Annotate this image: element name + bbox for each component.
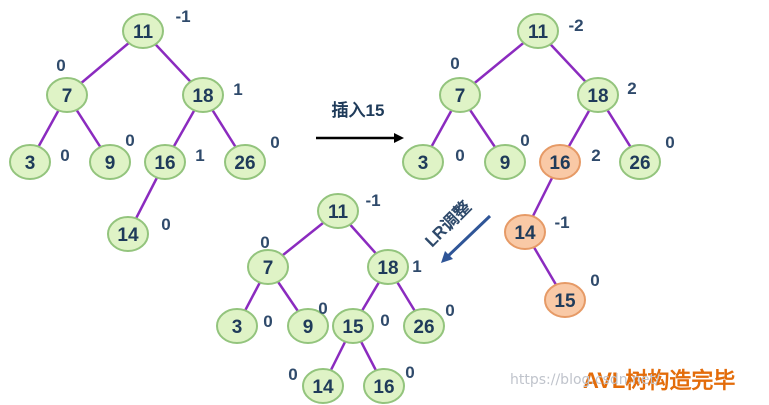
- balance-factor: 0: [450, 54, 459, 73]
- node-key: 14: [117, 225, 139, 246]
- tree-node: [182, 77, 224, 113]
- node-key: 11: [528, 22, 549, 43]
- node-key: 16: [549, 153, 570, 174]
- node-key: 15: [554, 291, 576, 312]
- balance-factor: 2: [591, 146, 600, 165]
- node-key: 15: [342, 317, 364, 338]
- node-key: 18: [587, 86, 608, 107]
- node-key: 26: [234, 153, 255, 174]
- balance-factor: -1: [175, 7, 190, 26]
- tree-node: [216, 308, 258, 344]
- node-key: 16: [373, 377, 394, 398]
- balance-factor: 0: [161, 215, 170, 234]
- tree-node: [46, 77, 88, 113]
- balance-factor: -2: [568, 16, 583, 35]
- balance-factor: 0: [260, 233, 269, 252]
- tree-node: [367, 249, 409, 285]
- watermark: https://blog.csdn.net/: [510, 372, 660, 388]
- tree-node: [403, 308, 445, 344]
- tree-node: [302, 368, 344, 404]
- balance-factor: -1: [365, 191, 380, 210]
- tree-node: [224, 144, 266, 180]
- node-key: 3: [232, 317, 243, 338]
- node-key: 3: [25, 153, 36, 174]
- node-key: 7: [455, 86, 466, 107]
- node-key: 3: [418, 153, 429, 174]
- tree-node: [544, 282, 586, 318]
- tree-node: [287, 308, 329, 344]
- node-key: 9: [500, 153, 511, 174]
- insert-step-label: 插入15: [332, 100, 385, 120]
- node-key: 7: [62, 86, 73, 107]
- balance-factor: 1: [195, 146, 204, 165]
- rotation-step-label: LR调整: [421, 197, 475, 251]
- balance-factor: 2: [627, 79, 636, 98]
- balance-factor: 0: [590, 271, 599, 290]
- node-key: 14: [514, 223, 536, 244]
- tree-node: [619, 144, 661, 180]
- tree-node: [577, 77, 619, 113]
- tree-node: [402, 144, 444, 180]
- rotation-arrow: [444, 214, 492, 260]
- tree-node: [317, 193, 359, 229]
- tree-node: [89, 144, 131, 180]
- result-caption: AVL树构造完毕: [583, 368, 735, 393]
- tree-node: [332, 308, 374, 344]
- tree-node: [144, 144, 186, 180]
- node-key: 7: [263, 258, 274, 279]
- balance-factor: 1: [233, 80, 242, 99]
- balance-factor: 0: [263, 312, 272, 331]
- rotation-arrow-head: [441, 251, 453, 263]
- insert-arrow-head: [394, 133, 404, 143]
- balance-factor: 0: [318, 299, 327, 318]
- balance-factor: 0: [125, 131, 134, 150]
- node-key: 26: [629, 153, 650, 174]
- node-key: 9: [303, 317, 314, 338]
- node-key: 9: [105, 153, 116, 174]
- balance-factor: 0: [445, 301, 454, 320]
- tree-node: [517, 13, 559, 49]
- tree-node: [9, 144, 51, 180]
- balance-factor: 0: [288, 365, 297, 384]
- node-key: 11: [328, 202, 349, 223]
- node-key: 16: [154, 153, 175, 174]
- balance-factor: 0: [520, 131, 529, 150]
- tree-node: [539, 144, 581, 180]
- balance-factor: -1: [554, 213, 569, 232]
- tree-node: [484, 144, 526, 180]
- balance-factor: 0: [60, 146, 69, 165]
- node-key: 26: [413, 317, 434, 338]
- balance-factor: 0: [56, 56, 65, 75]
- balance-factor: 0: [665, 133, 674, 152]
- balance-factor: 0: [455, 146, 464, 165]
- node-key: 11: [133, 22, 154, 43]
- tree-node: [363, 368, 405, 404]
- balance-factor: 1: [412, 257, 421, 276]
- balance-factor: 0: [380, 311, 389, 330]
- tree-node: [122, 13, 164, 49]
- balance-factor: 0: [405, 363, 414, 382]
- node-key: 18: [192, 86, 213, 107]
- node-key: 14: [312, 377, 334, 398]
- tree-node: [504, 214, 546, 250]
- tree-node: [107, 216, 149, 252]
- tree-node: [439, 77, 481, 113]
- balance-factor: 0: [270, 133, 279, 152]
- node-key: 18: [377, 258, 398, 279]
- tree-node: [247, 249, 289, 285]
